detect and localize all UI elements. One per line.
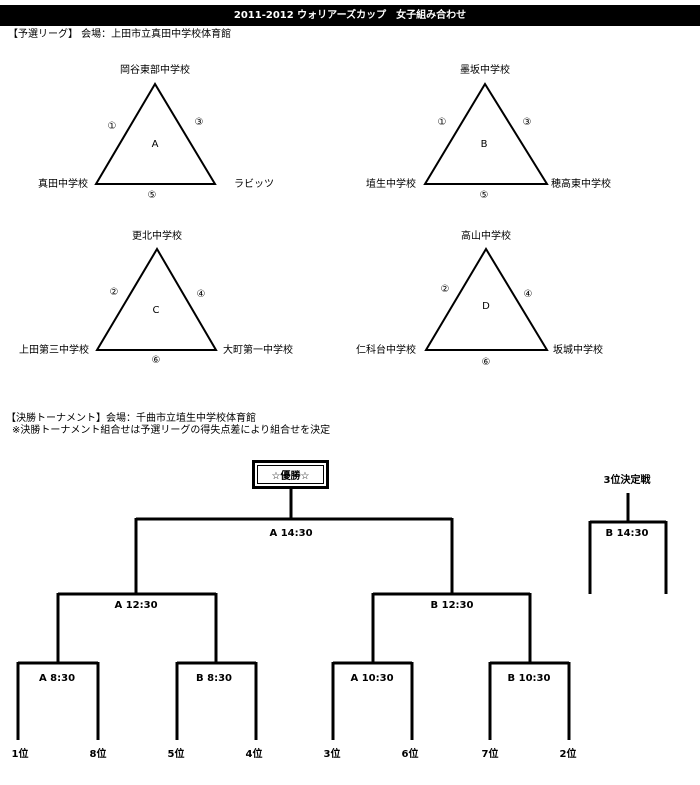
group-a-left-team: 真田中学校 <box>38 179 88 190</box>
group-c-top-team: 更北中学校 <box>132 231 182 242</box>
group-d-right-team: 坂城中学校 <box>553 345 603 356</box>
semi-right-match-label: B 12:30 <box>430 600 474 611</box>
third-place-title: 3位決定戦 <box>603 475 651 486</box>
third-place-match-label: B 14:30 <box>605 528 649 539</box>
group-c-right-match: ④ <box>196 289 206 300</box>
final-match-label: A 14:30 <box>269 528 313 539</box>
semi-left-match-label: A 12:30 <box>114 600 158 611</box>
qf4-match-label: B 10:30 <box>507 673 551 684</box>
group-b-right-match: ③ <box>522 117 532 128</box>
group-a-right-match: ③ <box>194 117 204 128</box>
group-a-letter: A <box>151 139 159 150</box>
seed-slot-6: 6位 <box>401 749 419 760</box>
champion-label: ☆優勝☆ <box>257 465 324 484</box>
seed-slot-8: 2位 <box>559 749 577 760</box>
group-a-left-match: ① <box>107 121 117 132</box>
tournament-bracket <box>16 489 668 740</box>
group-d-bottom-match: ⑥ <box>481 357 491 368</box>
group-b-bottom-match: ⑤ <box>479 190 489 201</box>
group-c-bottom-match: ⑥ <box>151 355 161 366</box>
final-tournament-note: ※決勝トーナメント組合せは予選リーグの得失点差により組合せを決定 <box>12 425 331 436</box>
group-d-top-team: 高山中学校 <box>461 231 511 242</box>
group-b-triangle <box>423 82 549 185</box>
group-a-top-team: 岡谷東部中学校 <box>120 65 190 76</box>
prelim-league-label: 【予選リーグ】 会場：上田市立真田中学校体育館 <box>8 29 232 40</box>
seed-slot-2: 8位 <box>89 749 107 760</box>
group-d-left-match: ② <box>440 284 450 295</box>
document-title: 2011-2012 ウォリアーズカップ 女子組み合わせ <box>0 5 700 26</box>
group-c-letter: C <box>152 305 160 316</box>
group-c-triangle <box>95 247 218 351</box>
seed-slot-7: 7位 <box>481 749 499 760</box>
group-b-top-team: 墨坂中学校 <box>460 65 510 76</box>
seed-slot-5: 3位 <box>323 749 341 760</box>
seed-slot-4: 4位 <box>245 749 263 760</box>
group-b-left-match: ① <box>437 117 447 128</box>
seed-slot-3: 5位 <box>167 749 185 760</box>
group-c-left-match: ② <box>109 287 119 298</box>
qf3-match-label: A 10:30 <box>350 673 394 684</box>
group-d-letter: D <box>482 301 490 312</box>
group-d-right-match: ④ <box>523 289 533 300</box>
group-a-right-team: ラビッツ <box>234 179 274 190</box>
group-a-bottom-match: ⑤ <box>147 190 157 201</box>
group-b-left-team: 埴生中学校 <box>366 179 416 190</box>
group-c-right-team: 大町第一中学校 <box>223 345 293 356</box>
qf2-match-label: B 8:30 <box>196 673 232 684</box>
seed-slot-1: 1位 <box>11 749 29 760</box>
group-b-right-team: 穂高東中学校 <box>551 179 611 190</box>
final-tournament-label: 【決勝トーナメント】会場：千曲市立埴生中学校体育館 <box>6 413 256 424</box>
group-a-triangle <box>94 82 217 185</box>
group-d-left-team: 仁科台中学校 <box>356 345 416 356</box>
champion-box: ☆優勝☆ <box>252 460 329 489</box>
qf1-match-label: A 8:30 <box>38 673 76 684</box>
group-c-left-team: 上田第三中学校 <box>19 345 89 356</box>
group-d-triangle <box>424 247 549 351</box>
group-b-letter: B <box>480 139 488 150</box>
